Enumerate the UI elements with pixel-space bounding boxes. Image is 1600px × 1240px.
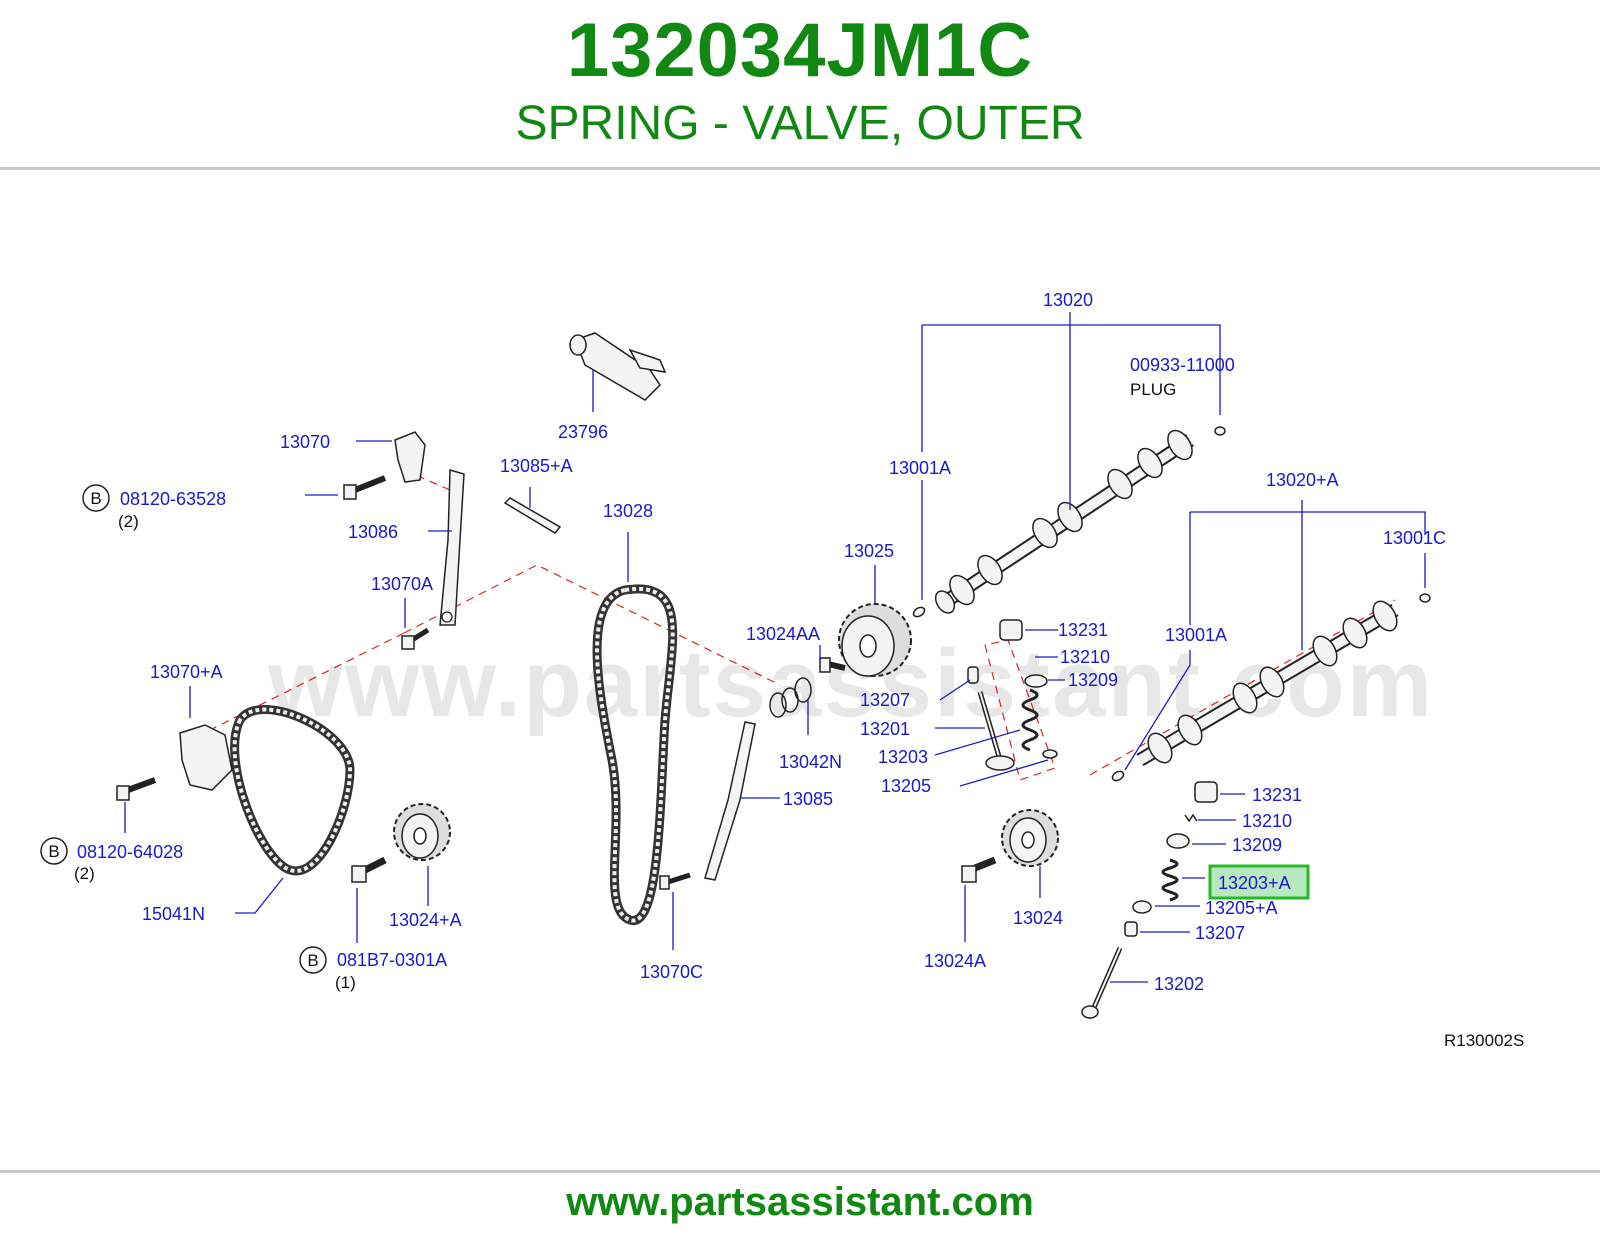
part-note-plug: PLUG <box>1130 380 1176 399</box>
bolt-081B7 <box>351 856 387 883</box>
part-label-13001C[interactable]: 13001C <box>1383 528 1446 548</box>
part-label-081B7-0301A[interactable]: 081B7-0301A <box>337 950 447 970</box>
page-header: 132034JM1C SPRING - VALVE, OUTER <box>0 0 1600 170</box>
chain-guide-13085 <box>659 721 756 890</box>
bolt-marker-b-icon <box>82 484 110 512</box>
part-label-13085A[interactable]: 13085+A <box>500 456 573 476</box>
bolt-marker-letter: B <box>48 842 59 861</box>
part-label-13024-plus-A[interactable]: 13024+A <box>389 910 462 930</box>
washer-set-13042N <box>769 677 812 718</box>
timing-chain-13028 <box>592 584 678 925</box>
part-label-13070C[interactable]: 13070C <box>640 962 703 982</box>
part-label-13025[interactable]: 13025 <box>844 541 894 561</box>
part-label-13086[interactable]: 13086 <box>348 522 398 542</box>
part-label-13020[interactable]: 13020 <box>1043 290 1093 310</box>
quantity-note: (1) <box>335 973 356 992</box>
part-label-13202[interactable]: 13202 <box>1154 974 1204 994</box>
part-label-13070-plus-A[interactable]: 13070+A <box>150 662 223 682</box>
camshaft-sprocket-13025 <box>838 603 912 677</box>
crank-sprocket-13024A <box>393 803 451 861</box>
bolt-13024A <box>961 856 997 883</box>
part-label-13070[interactable]: 13070 <box>280 432 330 452</box>
bolt-marker-letter: B <box>307 951 318 970</box>
part-label-13205A[interactable]: 13205+A <box>1205 898 1278 918</box>
quantity-note: (2) <box>74 864 95 883</box>
part-label-15041N[interactable]: 15041N <box>142 904 205 924</box>
valve-assembly-right <box>1081 781 1218 1019</box>
part-label-13024AA[interactable]: 13024AA <box>746 624 820 644</box>
part-label-13085[interactable]: 13085 <box>783 789 833 809</box>
part-label-13210-intake[interactable]: 13210 <box>1242 811 1292 831</box>
quantity-note: (2) <box>118 512 139 531</box>
diagram-svg: www.partsassistant.com <box>40 290 1524 1050</box>
leader-line <box>959 759 1049 787</box>
leader-line <box>235 877 284 914</box>
part-label-08120-63528[interactable]: 08120-63528 <box>120 489 226 509</box>
camshaft-exhaust <box>934 429 1194 614</box>
part-label-13001A[interactable]: 13001A <box>889 458 951 478</box>
bolt-marker-b-icon <box>299 946 327 974</box>
part-label-13209-intake[interactable]: 13209 <box>1232 835 1282 855</box>
part-label-13028[interactable]: 13028 <box>603 501 653 521</box>
dowel-pin-icon <box>1419 593 1431 603</box>
part-label-13207-intake[interactable]: 13207 <box>1195 923 1245 943</box>
part-label-08120-64028[interactable]: 08120-64028 <box>77 842 183 862</box>
part-name-subtitle: SPRING - VALVE, OUTER <box>515 97 1085 150</box>
part-label-13231-intake[interactable]: 13231 <box>1252 785 1302 805</box>
timing-chain-15041N <box>230 705 355 876</box>
part-label-13210[interactable]: 13210 <box>1060 647 1110 667</box>
plug-icon <box>1214 426 1226 436</box>
crank-sprocket-13024 <box>1001 809 1059 867</box>
part-label-13001A-intake[interactable]: 13001A <box>1165 625 1227 645</box>
leader-line <box>934 729 1021 756</box>
leader-line <box>1190 511 1426 535</box>
dowel-pin-icon <box>1111 770 1125 782</box>
footer-url-link[interactable]: www.partsassistant.com <box>566 1180 1034 1224</box>
valve-assembly-left <box>967 619 1058 771</box>
part-label-13024[interactable]: 13024 <box>1013 908 1063 928</box>
chain-guide-13085A <box>503 497 562 534</box>
leader-line <box>922 324 1221 415</box>
chain-guide-13086 <box>439 469 465 626</box>
part-label-13203A-selected[interactable]: 13203+A <box>1218 873 1291 893</box>
dowel-pin-icon <box>912 606 926 618</box>
part-label-13207[interactable]: 13207 <box>860 690 910 710</box>
part-label-13209[interactable]: 13209 <box>1068 670 1118 690</box>
camshaft-sensor-23796 <box>569 332 667 401</box>
leader-line <box>939 679 971 701</box>
part-label-23796[interactable]: 23796 <box>558 422 608 442</box>
camshaft-intake <box>1136 600 1399 767</box>
chain-tensioner-13070A-plus <box>116 724 233 801</box>
leader-line <box>1124 650 1191 771</box>
bolt-13024AA <box>819 657 846 673</box>
part-label-13024A[interactable]: 13024A <box>924 951 986 971</box>
header-divider <box>0 167 1600 170</box>
diagram-code: R130002S <box>1444 1031 1524 1050</box>
part-label-13203[interactable]: 13203 <box>878 747 928 767</box>
part-label-13070A[interactable]: 13070A <box>371 574 433 594</box>
part-number-title: 132034JM1C <box>566 8 1034 93</box>
part-label-13042N[interactable]: 13042N <box>779 752 842 772</box>
parts-diagram: www.partsassistant.com <box>0 272 1600 1070</box>
bolt-marker-letter: B <box>90 489 101 508</box>
selected-part-highlight <box>1208 864 1310 900</box>
part-label-13020A[interactable]: 13020+A <box>1266 470 1339 490</box>
part-label-13231[interactable]: 13231 <box>1058 620 1108 640</box>
bolt-marker-b-icon <box>40 837 68 865</box>
bolt-13070A <box>401 627 430 650</box>
chain-tensioner-13070 <box>343 431 426 500</box>
part-label-13201[interactable]: 13201 <box>860 719 910 739</box>
part-label-13205[interactable]: 13205 <box>881 776 931 796</box>
part-label-00933-11000[interactable]: 00933-11000 <box>1130 355 1235 375</box>
footer-divider <box>0 1170 1600 1173</box>
